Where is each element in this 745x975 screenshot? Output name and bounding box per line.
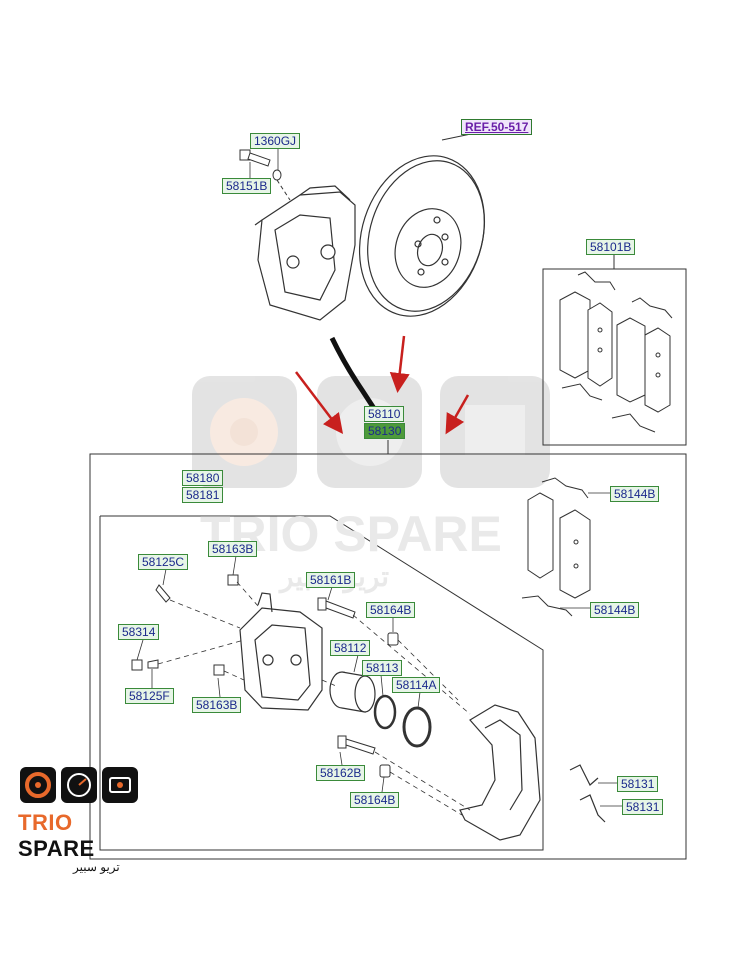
label-58110[interactable]: 58110	[364, 406, 405, 422]
label-58180[interactable]: 58180	[182, 470, 224, 486]
caliper-top	[254, 185, 356, 321]
label-58113[interactable]: 58113	[362, 660, 403, 676]
red-arrows	[295, 335, 470, 435]
trio-spare-logo: TRIO SPARE تريو سبير	[18, 765, 142, 874]
guide-pins	[131, 574, 399, 778]
label-ref-50-517[interactable]: REF.50-517	[461, 119, 533, 135]
logo-brand-text: TRIO SPARE	[18, 810, 95, 861]
caliper-lower	[239, 592, 323, 711]
label-58151b[interactable]: 58151B	[222, 178, 272, 194]
label-1360gj[interactable]: 1360GJ	[250, 133, 301, 149]
label-58130[interactable]: 58130	[364, 423, 406, 439]
label-58163b-bottom[interactable]: 58163B	[192, 697, 242, 713]
caliper-bracket	[459, 704, 541, 841]
label-58114a[interactable]: 58114A	[392, 677, 441, 693]
label-58314[interactable]: 58314	[118, 624, 160, 640]
label-58162b[interactable]: 58162B	[316, 765, 366, 781]
caliper-subassembly-outline	[99, 515, 544, 851]
leader-lines	[136, 148, 622, 807]
label-58125f[interactable]: 58125F	[125, 688, 174, 704]
brake-disc	[358, 129, 491, 317]
label-58164b-bottom[interactable]: 58164B	[350, 792, 400, 808]
springs-58131	[569, 764, 606, 823]
label-58131-top[interactable]: 58131	[617, 776, 659, 792]
label-58125c[interactable]: 58125C	[138, 554, 189, 570]
brake-pads-kit	[559, 271, 673, 433]
logo-icons	[20, 767, 138, 803]
label-58144b-top[interactable]: 58144B	[610, 486, 660, 502]
label-58161b[interactable]: 58161B	[306, 572, 356, 588]
seal-58113	[373, 694, 397, 730]
dashed-guides	[157, 581, 471, 816]
piston-58112	[329, 671, 376, 713]
brake-pads-main	[521, 477, 591, 617]
label-58163b-top[interactable]: 58163B	[208, 541, 258, 557]
label-58112[interactable]: 58112	[330, 640, 371, 656]
boot-58114a	[402, 706, 432, 748]
bolt-58151b	[239, 149, 282, 181]
label-58144b-bottom[interactable]: 58144B	[590, 602, 640, 618]
logo-brand-arabic: تريو سبير	[73, 860, 120, 874]
label-58101b[interactable]: 58101B	[586, 239, 636, 255]
label-58164b-top[interactable]: 58164B	[366, 602, 416, 618]
black-cable	[329, 336, 378, 412]
label-58181[interactable]: 58181	[182, 487, 224, 503]
label-58131-bottom[interactable]: 58131	[622, 799, 664, 815]
